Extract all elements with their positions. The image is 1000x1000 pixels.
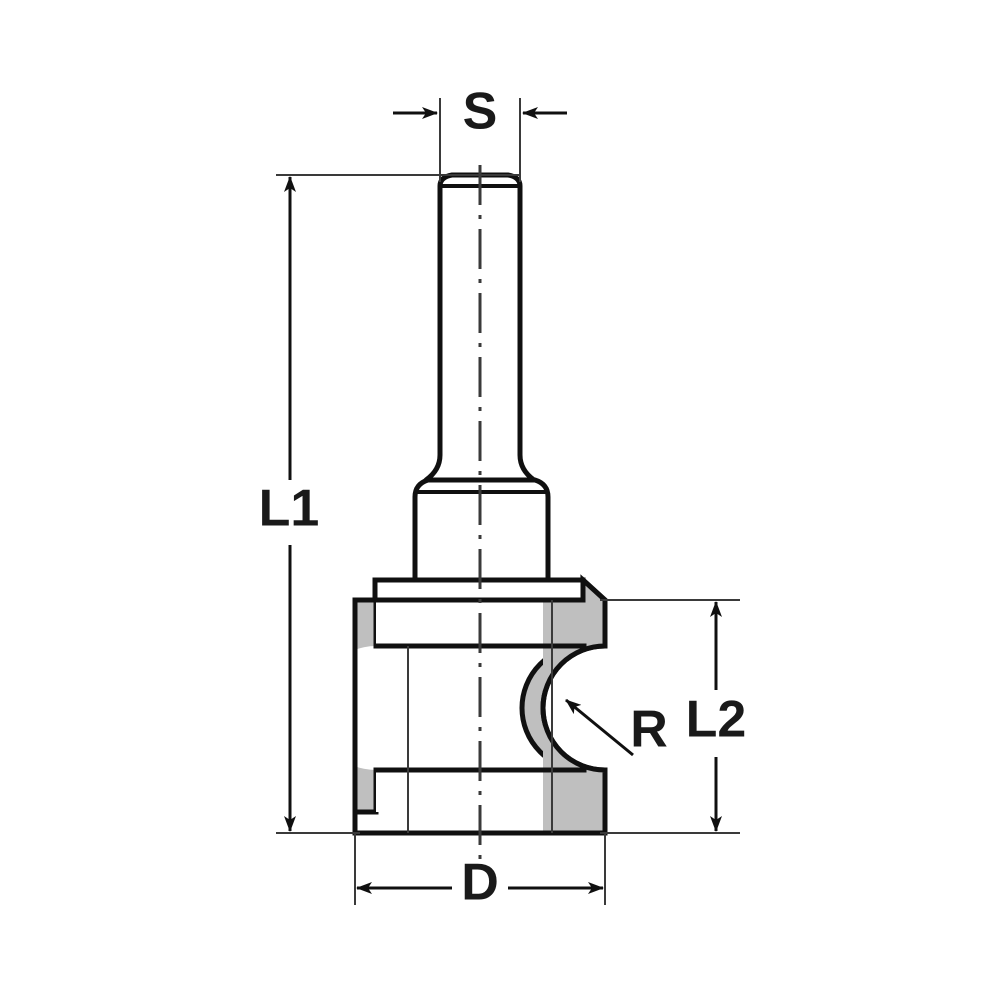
dimension-labels: S L1 L2 R D	[259, 83, 747, 912]
extension-lines	[276, 98, 740, 905]
dimension-label-r: R	[630, 701, 668, 759]
dimension-label-l2: L2	[686, 691, 747, 749]
dimension-label-s: S	[463, 83, 498, 141]
right-head-block-outline	[540, 576, 608, 836]
dimension-lines	[284, 107, 722, 894]
leader-line-r	[565, 698, 634, 757]
dimension-label-d: D	[461, 854, 499, 912]
dimension-label-l1: L1	[259, 480, 320, 538]
